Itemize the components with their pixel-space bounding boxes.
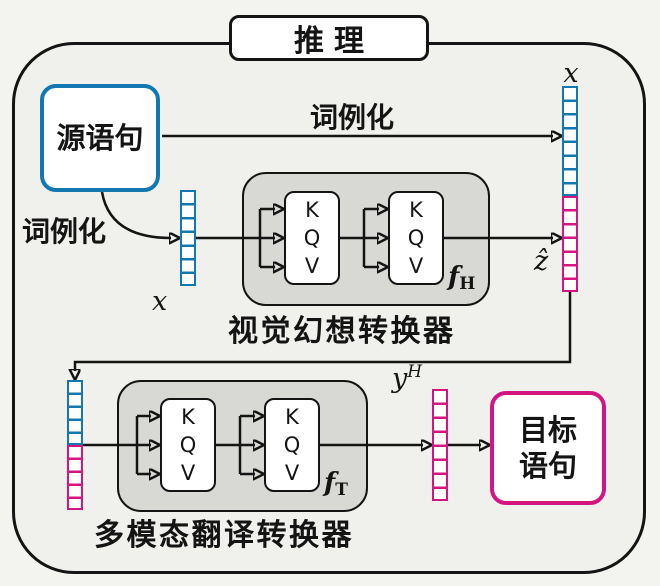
vector-z-hat	[562, 196, 578, 292]
hallucination-transformer-caption: 视觉幻想转换器	[228, 314, 456, 349]
tokenize-label-left: 词例化	[22, 215, 107, 248]
source-sentence-box: 源语句	[40, 84, 160, 192]
x-mid-label: x	[152, 286, 168, 317]
tokenize-label-top: 词例化	[310, 101, 395, 134]
f-t-label: fT	[324, 468, 348, 500]
target-sentence-line2: 语句	[518, 449, 577, 483]
key-label: K	[181, 405, 195, 429]
target-sentence-line1: 目标	[518, 412, 577, 447]
value-label: V	[304, 253, 320, 278]
attention-block-hallu-2: K Q V	[388, 191, 444, 285]
f-t-subscript: T	[335, 480, 348, 501]
z-hat-label: ẑ	[534, 246, 549, 277]
vector-x-top	[562, 86, 578, 196]
vector-x-mid	[180, 190, 196, 286]
y-base: y	[392, 363, 408, 394]
query-label: Q	[283, 432, 301, 457]
x-top-label: x	[563, 58, 579, 89]
attention-block-trans-1: K Q V	[160, 398, 216, 492]
title-box: 推理	[229, 15, 429, 61]
vector-fused-magenta	[67, 445, 83, 510]
f-h-subscript: H	[459, 274, 476, 295]
attention-block-hallu-1: K Q V	[284, 191, 340, 285]
value-label: V	[284, 460, 300, 485]
f-base: f	[448, 262, 460, 292]
f-base: f	[324, 468, 336, 498]
key-label: K	[285, 405, 299, 429]
y-superscript: H	[407, 362, 423, 382]
y-output-label: yH	[392, 362, 422, 394]
query-label: Q	[303, 225, 321, 250]
value-label: V	[408, 253, 424, 278]
query-label: Q	[179, 432, 197, 457]
source-sentence-label: 源语句	[56, 120, 144, 155]
key-label: K	[409, 198, 423, 222]
attention-block-trans-2: K Q V	[264, 398, 320, 492]
vector-y-output	[432, 389, 448, 501]
key-label: K	[305, 198, 319, 222]
vector-fused-blue	[67, 380, 83, 445]
translation-transformer-caption: 多模态翻译转换器	[94, 518, 354, 553]
target-sentence-box: 目标 语句	[490, 391, 606, 505]
value-label: V	[180, 460, 196, 485]
title-text: 推理	[294, 24, 374, 59]
query-label: Q	[407, 225, 425, 250]
f-h-label: fH	[448, 262, 475, 294]
